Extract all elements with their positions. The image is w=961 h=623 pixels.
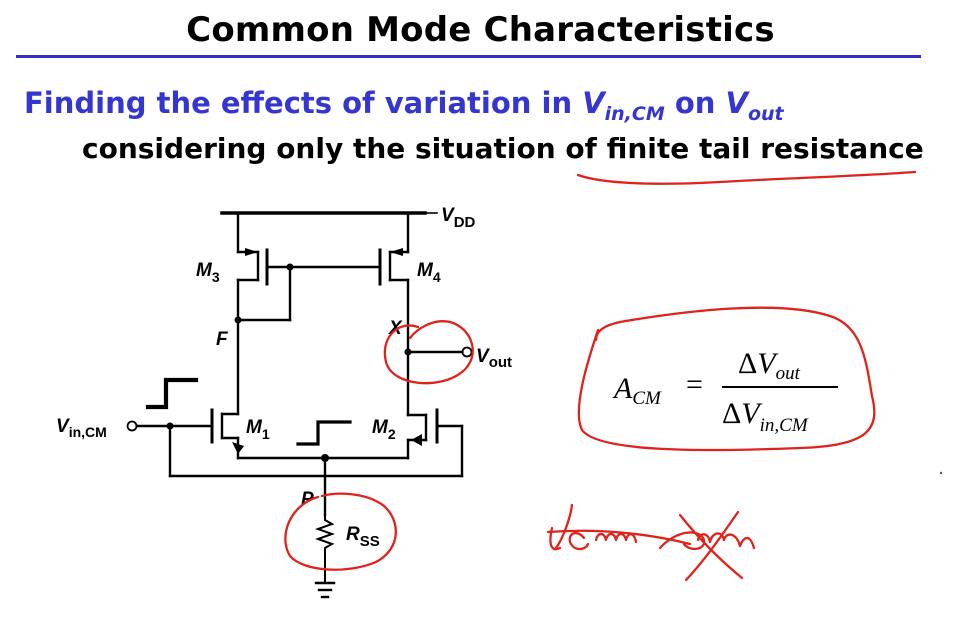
slide-title: Common Mode Characteristics [186, 10, 775, 50]
vout-label: Vout [476, 346, 512, 371]
vin-label: Vin,CM [56, 416, 107, 440]
scribble-5 [658, 531, 706, 551]
scribble-3 [568, 531, 590, 551]
slide-subheading: considering only the situation of finite… [82, 132, 924, 165]
x-node-circle [383, 320, 474, 385]
node-p-label: P [301, 489, 314, 510]
m2-label: M2 [372, 417, 396, 442]
node-f-label: F [216, 329, 229, 350]
rss-circle [284, 492, 397, 571]
m3-label: M3 [196, 260, 220, 285]
acm-equals: = [686, 368, 703, 401]
title-rule [16, 55, 921, 58]
cross-2 [684, 510, 740, 582]
heading-vin: Vin,CM [582, 86, 665, 125]
acm-denominator: ΔVin,CM [722, 397, 809, 436]
scribble-6 [696, 532, 756, 550]
scribble-4 [594, 532, 638, 544]
rss-label: RSS [346, 524, 380, 550]
acm-numerator: ΔVout [738, 347, 801, 384]
strike-line [546, 529, 692, 546]
handwritten-annotations [284, 170, 917, 582]
m4-label: M4 [417, 260, 441, 285]
acm-lhs: ACM [612, 372, 662, 409]
heading-vout: Vout [725, 86, 784, 125]
acm-equation: ACM = ΔVout ΔVin,CM [612, 347, 838, 436]
scribble-2 [554, 503, 574, 550]
equation-circle [577, 306, 876, 452]
heading-prefix: Finding the effects of variation in [24, 86, 583, 120]
slide-heading: Finding the effects of variation in Vin,… [24, 86, 784, 125]
underline-stroke [576, 170, 917, 185]
heading-middle: on [664, 86, 726, 120]
stray-mark [939, 471, 943, 475]
cross-1 [678, 513, 744, 580]
m1-label: M1 [246, 417, 270, 442]
vdd-label: VDD [441, 205, 476, 231]
